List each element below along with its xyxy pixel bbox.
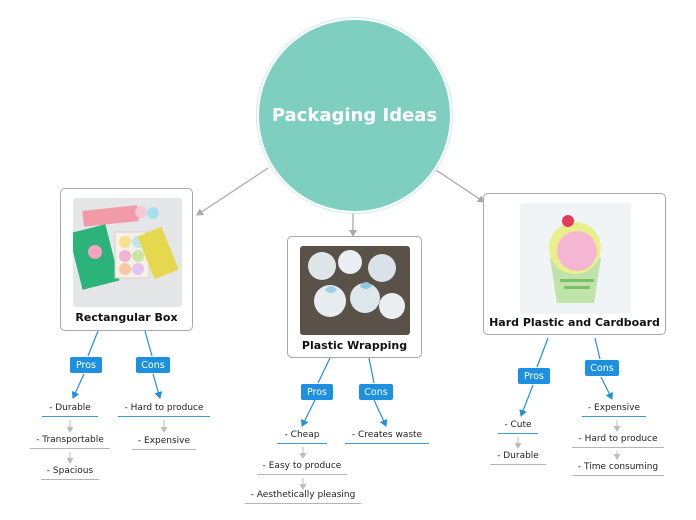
list-item[interactable]: - Spacious	[41, 466, 99, 480]
topic-title: Hard Plastic and Cardboard	[489, 316, 660, 329]
list-item[interactable]: - Durable	[42, 403, 98, 417]
topic-rectangular-box[interactable]: Rectangular Box	[60, 188, 193, 331]
list-item[interactable]: - Durable	[490, 451, 546, 465]
rectangular-box-photo	[73, 198, 182, 307]
cons-tag-rectangular-box[interactable]: Cons	[136, 357, 170, 373]
list-item[interactable]: - Expensive	[582, 403, 646, 417]
cupcake-box-photo	[520, 203, 631, 314]
list-item[interactable]: - Cheap	[277, 430, 327, 444]
central-topic-title: Packaging Ideas	[271, 105, 438, 126]
list-item[interactable]: - Easy to produce	[257, 461, 347, 475]
list-item[interactable]: - Creates waste	[345, 430, 429, 444]
pros-tag-plastic-wrapping[interactable]: Pros	[301, 384, 333, 400]
plastic-wrapping-photo	[300, 246, 410, 335]
list-item[interactable]: - Aesthetically pleasing	[245, 490, 361, 504]
pros-tag-hard-plastic[interactable]: Pros	[518, 368, 550, 384]
topic-plastic-wrapping[interactable]: Plastic Wrapping	[287, 236, 422, 358]
topic-title: Rectangular Box	[75, 311, 178, 324]
cons-tag-plastic-wrapping[interactable]: Cons	[359, 384, 393, 400]
list-item[interactable]: - Expensive	[132, 436, 196, 450]
list-item[interactable]: - Hard to produce	[572, 434, 664, 448]
list-item[interactable]: - Hard to produce	[118, 403, 210, 417]
list-item[interactable]: - Time consuming	[572, 462, 664, 476]
central-topic[interactable]: Packaging Ideas	[257, 18, 452, 213]
topic-title: Plastic Wrapping	[301, 339, 408, 352]
list-item[interactable]: - Cute	[498, 420, 538, 434]
list-item[interactable]: - Transportable	[30, 435, 110, 449]
pros-tag-rectangular-box[interactable]: Pros	[70, 357, 102, 373]
topic-hard-plastic-cardboard[interactable]: Hard Plastic and Cardboard	[483, 193, 666, 335]
cons-tag-hard-plastic[interactable]: Cons	[585, 360, 619, 376]
